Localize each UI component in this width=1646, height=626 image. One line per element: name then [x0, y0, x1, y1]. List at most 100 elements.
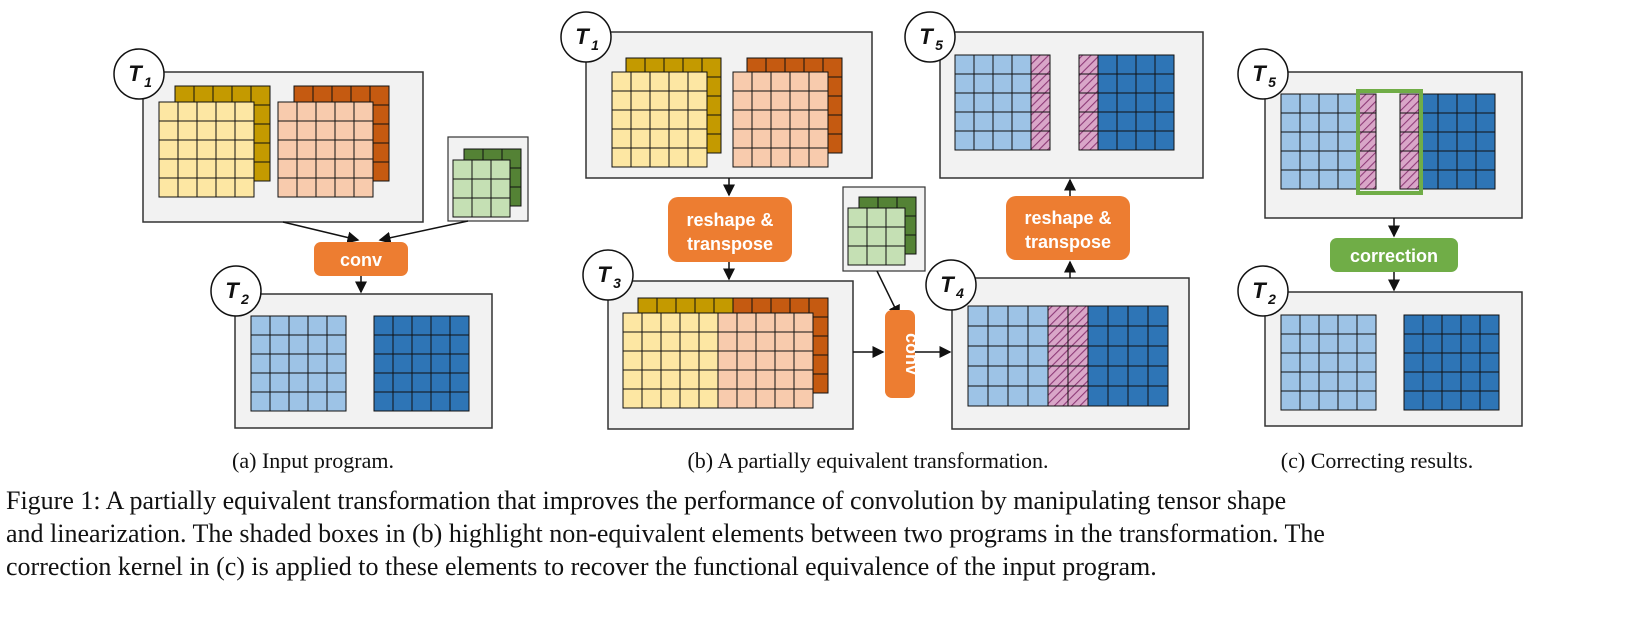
tensor-cell: [774, 350, 795, 371]
tensor-cell: [196, 120, 217, 141]
output-cell: [1437, 169, 1458, 190]
tensor-cell: [630, 147, 651, 168]
reshape-label-line1-right: reshape &: [1024, 208, 1111, 228]
output-channel-1-grid: [250, 315, 347, 412]
output-cell: [1280, 150, 1301, 171]
tensor-cell: [452, 159, 473, 180]
output-cell: [1456, 112, 1477, 133]
output-cell: [1280, 371, 1301, 392]
figure-caption: Figure 1: A partially equivalent transfo…: [6, 484, 1642, 583]
tensor-cell: [158, 120, 179, 141]
output-cell: [1097, 130, 1118, 151]
output-cell: [430, 353, 451, 374]
output-cell: [1135, 92, 1156, 113]
tensor-cell: [296, 139, 317, 160]
svg-text:2: 2: [240, 291, 249, 307]
tensor-cell: [630, 90, 651, 111]
tensor-cell: [698, 331, 719, 352]
tensor-cell: [641, 312, 662, 333]
tensor-cell: [866, 226, 887, 247]
conv-output-grid: [967, 305, 1169, 407]
output-cell: [1475, 93, 1496, 114]
output-cell: [1007, 305, 1029, 327]
tensor-cell: [679, 331, 700, 352]
output-cell: [1154, 111, 1175, 132]
output-cell: [449, 372, 470, 393]
tensor-cell: [668, 147, 689, 168]
output-cell: [1422, 333, 1443, 354]
tensor-cell: [641, 331, 662, 352]
tensor-cell: [641, 350, 662, 371]
tensor-cell: [808, 90, 829, 111]
tensor-cell: [490, 159, 511, 180]
output-cell: [1475, 169, 1496, 190]
output-cell: [449, 391, 470, 412]
output-cell: [1318, 390, 1339, 411]
output-cell: [1067, 365, 1089, 387]
svg-text:5: 5: [1268, 74, 1276, 90]
output-cell: [1460, 314, 1481, 335]
svg-text:T: T: [1252, 278, 1267, 303]
svg-text:1: 1: [591, 37, 599, 53]
output-channel-2-grid: [1403, 314, 1500, 411]
tensor-cell: [622, 312, 643, 333]
output-cell: [1011, 130, 1032, 151]
output-cell: [1127, 385, 1149, 407]
output-cell: [1154, 54, 1175, 75]
tensor-cell: [277, 158, 298, 179]
output-cell: [967, 385, 989, 407]
output-cell: [411, 315, 432, 336]
output-cell: [1299, 352, 1320, 373]
tensor-cell: [866, 245, 887, 266]
output-grids-with-shaded-columns: [1280, 89, 1496, 195]
output-cell: [954, 130, 975, 151]
output-cell: [430, 372, 451, 393]
output-cell: [1087, 325, 1109, 347]
svg-text:4: 4: [955, 285, 964, 301]
tensor-cell: [736, 369, 757, 390]
output-cell: [1097, 92, 1118, 113]
tensor-cell: [847, 226, 868, 247]
tensor-cell: [732, 109, 753, 130]
output-cell: [250, 334, 271, 355]
output-cell: [373, 391, 394, 412]
reshaped-input-grid: [622, 297, 829, 409]
output-cell: [250, 391, 271, 412]
output-cell: [1067, 345, 1089, 367]
output-cell: [269, 391, 290, 412]
output-cell: [1437, 112, 1458, 133]
output-cell: [1047, 325, 1069, 347]
output-cell: [954, 54, 975, 75]
output-cell: [1078, 54, 1099, 75]
correction-op: [1330, 238, 1458, 272]
output-cell: [411, 372, 432, 393]
reshape-op-b-left: [668, 197, 792, 262]
tensor-cell: [698, 369, 719, 390]
conv-label-a: conv: [340, 250, 382, 270]
tensor-cell: [315, 120, 336, 141]
output-cell: [1047, 305, 1069, 327]
tensor-cell: [471, 197, 492, 218]
tensor-cell: [736, 350, 757, 371]
tensor-cell: [234, 120, 255, 141]
output-cell: [250, 315, 271, 336]
output-cell: [449, 315, 470, 336]
output-cell: [449, 334, 470, 355]
output-cell: [1030, 130, 1051, 151]
reshape-op-b-right: [1006, 196, 1130, 260]
output-cell: [1047, 345, 1069, 367]
tensor-cell: [315, 101, 336, 122]
conv-op-b: [885, 310, 915, 398]
output-cell: [1437, 131, 1458, 152]
tensor-cell: [679, 388, 700, 409]
svg-text:T: T: [940, 272, 955, 297]
tensor-cell: [296, 101, 317, 122]
output-cell: [1107, 365, 1129, 387]
output-cell: [1460, 371, 1481, 392]
output-cell: [1356, 352, 1377, 373]
output-cell: [1030, 111, 1051, 132]
output-cell: [1030, 54, 1051, 75]
tensor-cell: [158, 177, 179, 198]
tensor-cell: [808, 147, 829, 168]
output-cell: [392, 315, 413, 336]
